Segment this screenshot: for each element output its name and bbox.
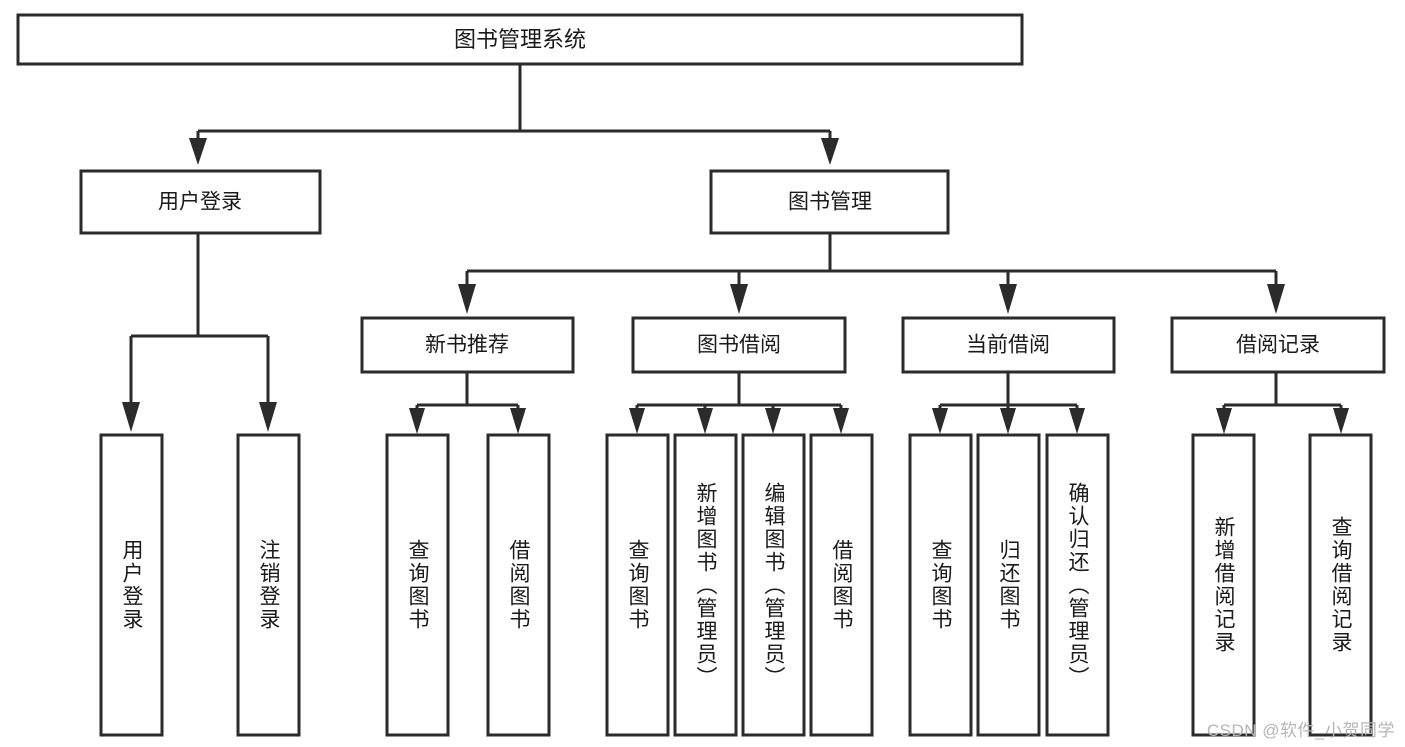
node-user-login-label: 用户登录	[158, 191, 242, 214]
leaf-group-new-book	[385, 433, 551, 737]
arrow-bookmanage-child-2	[999, 284, 1017, 314]
arrow-bookborrow-leaf-0	[629, 408, 645, 434]
node-borrow-record-box[interactable]	[1170, 316, 1386, 374]
arrow-newbook-leaf-0	[409, 408, 425, 434]
connector-group-root	[189, 64, 839, 165]
arrow-root-to-l1-0	[189, 138, 207, 165]
leaf-box-borrow-record-1[interactable]	[1308, 433, 1373, 737]
node-root-label: 图书管理系统	[454, 27, 586, 52]
arrow-bookborrow-leaf-3	[833, 408, 849, 434]
connector-group-borrow-record	[1216, 372, 1349, 434]
leaf-group-current-borrow	[908, 433, 1110, 737]
leaf-box-current-borrow-1[interactable]	[976, 433, 1041, 737]
arrow-newbook-leaf-1	[510, 408, 526, 434]
node-new-book-recommend-box[interactable]	[360, 316, 575, 374]
leaf-box-user-login-0[interactable]	[99, 433, 164, 737]
connector-group-book-manage	[458, 233, 1285, 314]
leaf-box-new-book-1[interactable]	[486, 433, 551, 737]
node-book-borrow-box[interactable]	[631, 316, 847, 374]
node-book-manage[interactable]: 图书管理	[709, 169, 950, 235]
leaf-box-book-borrow-0[interactable]	[605, 433, 670, 737]
leaf-group-user-login	[99, 433, 301, 737]
leaf-box-borrow-record-0[interactable]	[1191, 433, 1256, 737]
arrow-bookmanage-child-1	[730, 284, 748, 314]
connector-group-book-borrow	[629, 372, 849, 434]
leaf-group-book-borrow	[605, 433, 874, 737]
connector-group-current-borrow	[932, 372, 1085, 434]
node-user-login[interactable]: 用户登录	[79, 169, 322, 235]
node-book-borrow-label: 图书借阅	[697, 334, 781, 357]
node-book-manage-box[interactable]	[709, 169, 950, 235]
leaf-box-book-borrow-2[interactable]	[741, 433, 806, 737]
leaf-box-book-borrow-3[interactable]	[809, 433, 874, 737]
node-current-borrow-label: 当前借阅	[966, 334, 1050, 357]
arrow-borrowrecord-leaf-0	[1216, 408, 1232, 434]
connector-group-new-book	[409, 372, 526, 434]
watermark-text: CSDN @软件_小贺同学	[1206, 721, 1395, 740]
arrow-bookborrow-leaf-1	[697, 408, 713, 434]
leaf-group-borrow-record	[1191, 433, 1373, 737]
leaf-box-current-borrow-2[interactable]	[1045, 433, 1110, 737]
node-new-book-recommend-label: 新书推荐	[425, 334, 509, 357]
leaf-box-user-login-1[interactable]	[236, 433, 301, 737]
arrow-currentborrow-leaf-1	[1000, 408, 1016, 434]
arrow-bookmanage-child-3	[1267, 284, 1285, 314]
arrow-currentborrow-leaf-0	[932, 408, 948, 434]
node-root-box[interactable]	[16, 13, 1024, 66]
node-root[interactable]: 图书管理系统	[16, 13, 1024, 66]
leaf-box-book-borrow-1[interactable]	[673, 433, 738, 737]
arrow-userlogin-leaf-1	[259, 402, 277, 432]
node-new-book-recommend[interactable]: 新书推荐	[360, 316, 575, 374]
node-borrow-record-label: 借阅记录	[1236, 334, 1320, 357]
node-book-borrow[interactable]: 图书借阅	[631, 316, 847, 374]
arrow-root-to-l1-1	[821, 138, 839, 165]
arrow-currentborrow-leaf-2	[1069, 408, 1085, 434]
leaf-box-new-book-0[interactable]	[385, 433, 450, 737]
arrow-userlogin-leaf-0	[122, 402, 140, 432]
connector-group-user-login	[122, 233, 277, 432]
node-book-manage-label: 图书管理	[788, 191, 872, 214]
arrow-bookmanage-child-0	[458, 284, 476, 314]
node-current-borrow-box[interactable]	[901, 316, 1116, 374]
leaf-box-current-borrow-0[interactable]	[908, 433, 973, 737]
node-user-login-box[interactable]	[79, 169, 322, 235]
arrow-bookborrow-leaf-2	[765, 408, 781, 434]
node-current-borrow[interactable]: 当前借阅	[901, 316, 1116, 374]
arrow-borrowrecord-leaf-1	[1333, 408, 1349, 434]
node-borrow-record[interactable]: 借阅记录	[1170, 316, 1386, 374]
